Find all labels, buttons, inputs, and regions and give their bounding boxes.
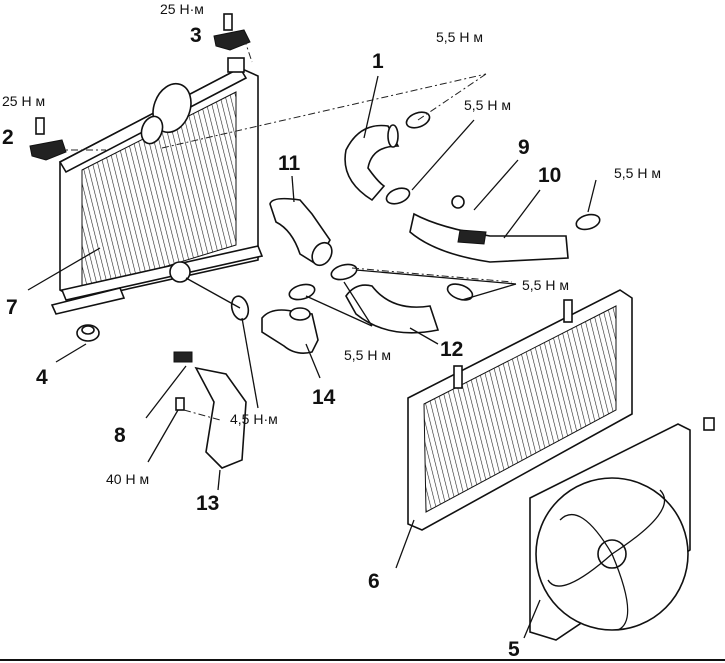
torque-labels: 25 Н·м 25 Н м 5,5 Н м 5,5 Н м 5,5 Н м 5,… <box>2 1 661 487</box>
callout-6: 6 <box>368 570 380 593</box>
upper-bracket-2 <box>29 117 67 161</box>
callout-2: 2 <box>2 126 14 149</box>
leader-lines <box>27 75 597 639</box>
rubber-mount-4 <box>76 324 100 342</box>
torque-clamp-lower: 5,5 Н м <box>522 277 569 293</box>
callout-1: 1 <box>372 50 384 73</box>
torque-bolt-8: 40 Н м <box>106 471 149 487</box>
torque-clamp-small: 4,5 Н·м <box>230 411 278 427</box>
callout-13: 13 <box>196 492 219 515</box>
callout-9: 9 <box>518 136 530 159</box>
thermostat-housing-14 <box>261 307 319 354</box>
callout-5: 5 <box>508 638 520 661</box>
callout-8: 8 <box>114 424 126 447</box>
bypass-hose-12 <box>345 284 440 334</box>
radiator <box>50 57 264 315</box>
upper-bracket-3 <box>213 13 251 51</box>
assembly-lines <box>56 37 513 421</box>
callout-12: 12 <box>440 338 463 361</box>
callout-4: 4 <box>36 366 48 389</box>
callout-7: 7 <box>6 296 18 319</box>
torque-bolt-3: 25 Н·м <box>160 1 204 17</box>
part-callouts: 1 2 3 4 5 6 7 8 9 10 11 12 13 14 <box>2 24 561 661</box>
upper-hose-1 <box>344 124 400 202</box>
callout-11: 11 <box>278 152 301 175</box>
bracket-13 <box>173 351 247 469</box>
fan-assembly-5 <box>529 417 715 641</box>
callout-14: 14 <box>312 386 336 409</box>
condenser-6 <box>407 289 633 531</box>
heater-hose-10 <box>409 195 569 263</box>
torque-bolt-2: 25 Н м <box>2 93 45 109</box>
callout-3: 3 <box>190 24 202 47</box>
torque-clamp-mid: 5,5 Н м <box>464 97 511 113</box>
callout-10: 10 <box>538 164 561 187</box>
lower-hose-11 <box>269 197 333 267</box>
torque-clamp-top: 5,5 Н м <box>436 29 483 45</box>
torque-clamp-center: 5,5 Н м <box>344 347 391 363</box>
torque-clamp-right: 5,5 Н м <box>614 165 661 181</box>
